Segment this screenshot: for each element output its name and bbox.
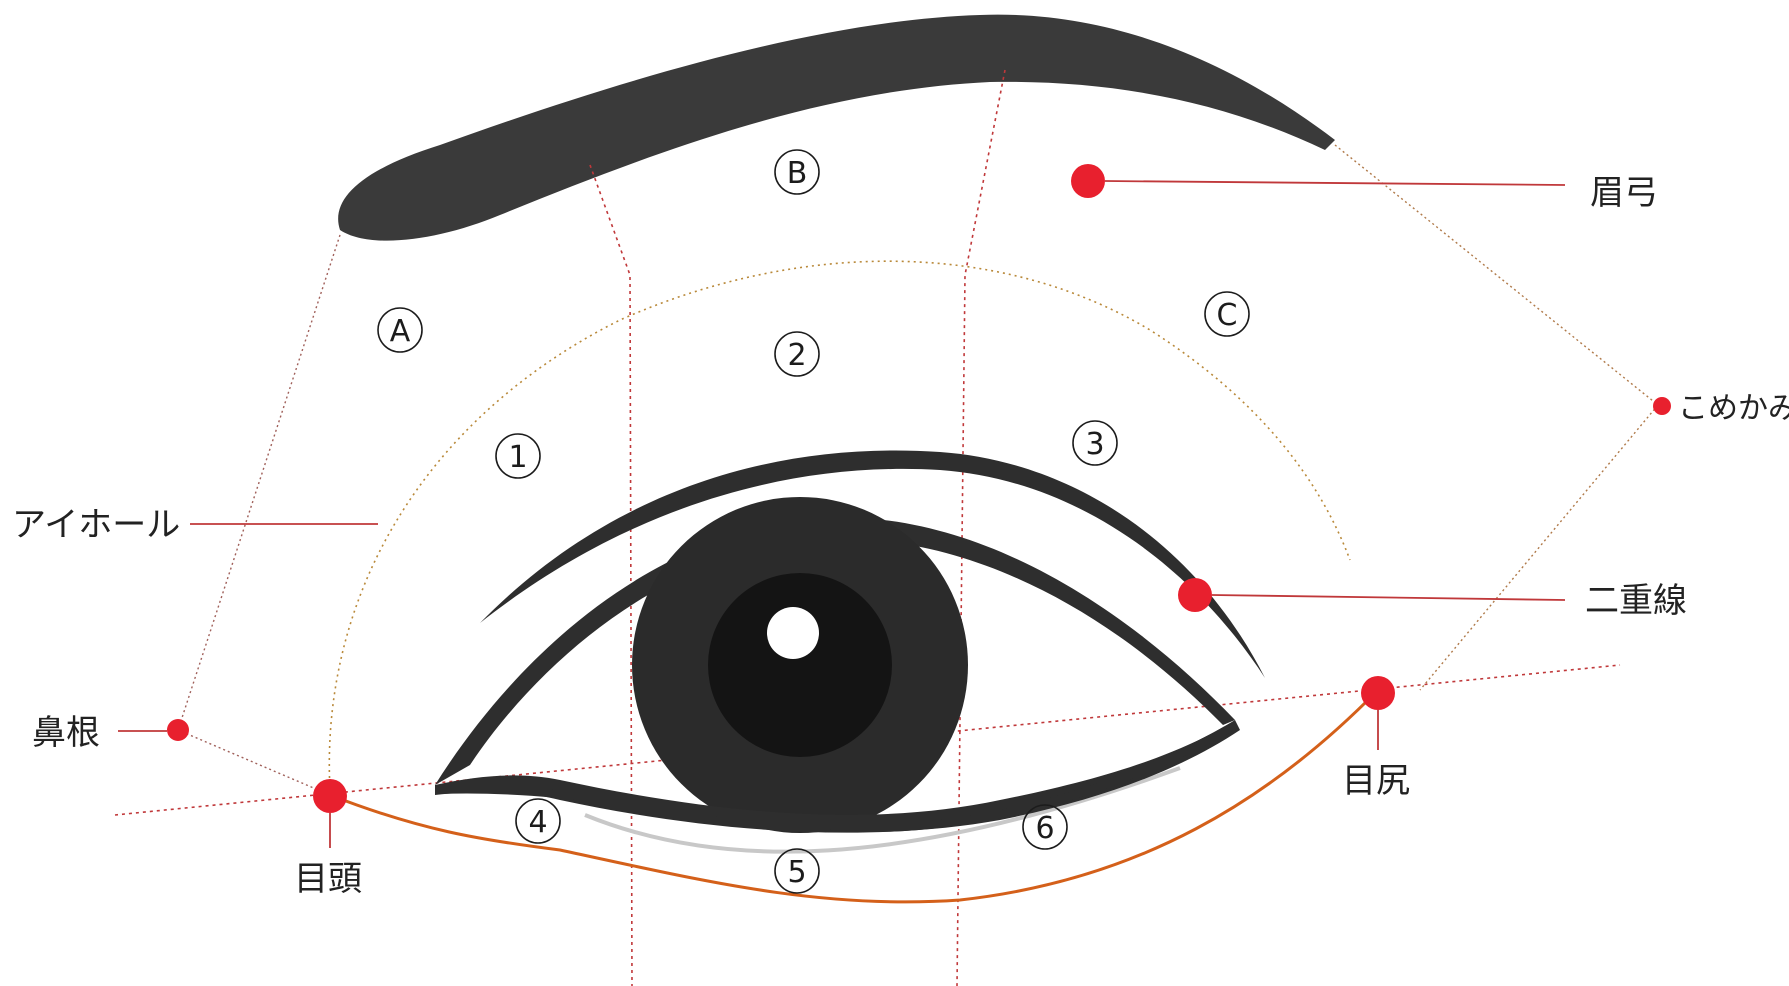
svg-text:2: 2 bbox=[787, 338, 806, 373]
zone-label-c: C bbox=[1205, 292, 1249, 336]
svg-text:A: A bbox=[390, 314, 411, 349]
eye-highlight bbox=[767, 607, 819, 659]
label-komekami: こめかみ bbox=[1678, 391, 1789, 426]
point-komekami bbox=[1653, 397, 1671, 415]
nose-root-guide bbox=[178, 235, 340, 795]
svg-text:5: 5 bbox=[787, 855, 806, 890]
svg-text:6: 6 bbox=[1035, 811, 1054, 846]
guide-line-right bbox=[957, 70, 1005, 986]
leader-nijusen bbox=[1212, 595, 1565, 600]
point-bikon bbox=[167, 719, 189, 741]
svg-text:C: C bbox=[1217, 298, 1238, 333]
area-label-6: 6 bbox=[1023, 805, 1067, 849]
leader-mayuyumi bbox=[1105, 181, 1565, 185]
point-megashira bbox=[313, 779, 347, 813]
label-nijusen: 二重線 bbox=[1585, 581, 1687, 621]
svg-text:B: B bbox=[787, 156, 808, 191]
area-label-1: 1 bbox=[496, 434, 540, 478]
area-label-4: 4 bbox=[516, 799, 560, 843]
label-bikon: 鼻根 bbox=[32, 713, 100, 753]
area-label-5: 5 bbox=[775, 849, 819, 893]
zone-label-b: B bbox=[775, 150, 819, 194]
eye-pupil bbox=[708, 573, 892, 757]
point-nijusen bbox=[1178, 578, 1212, 612]
area-label-2: 2 bbox=[775, 332, 819, 376]
svg-text:4: 4 bbox=[528, 805, 547, 840]
eyebrow-shape bbox=[338, 15, 1335, 241]
svg-text:1: 1 bbox=[508, 440, 527, 475]
label-megashira: 目頭 bbox=[294, 859, 362, 899]
point-mejiri bbox=[1361, 676, 1395, 710]
label-mejiri: 目尻 bbox=[1342, 761, 1410, 801]
area-label-3: 3 bbox=[1073, 421, 1117, 465]
label-aihoru: アイホール bbox=[12, 505, 180, 545]
point-mayuyumi bbox=[1071, 164, 1105, 198]
zone-label-a: A bbox=[378, 308, 422, 352]
svg-text:3: 3 bbox=[1085, 427, 1104, 462]
label-mayuyumi: 眉弓 bbox=[1590, 173, 1658, 213]
